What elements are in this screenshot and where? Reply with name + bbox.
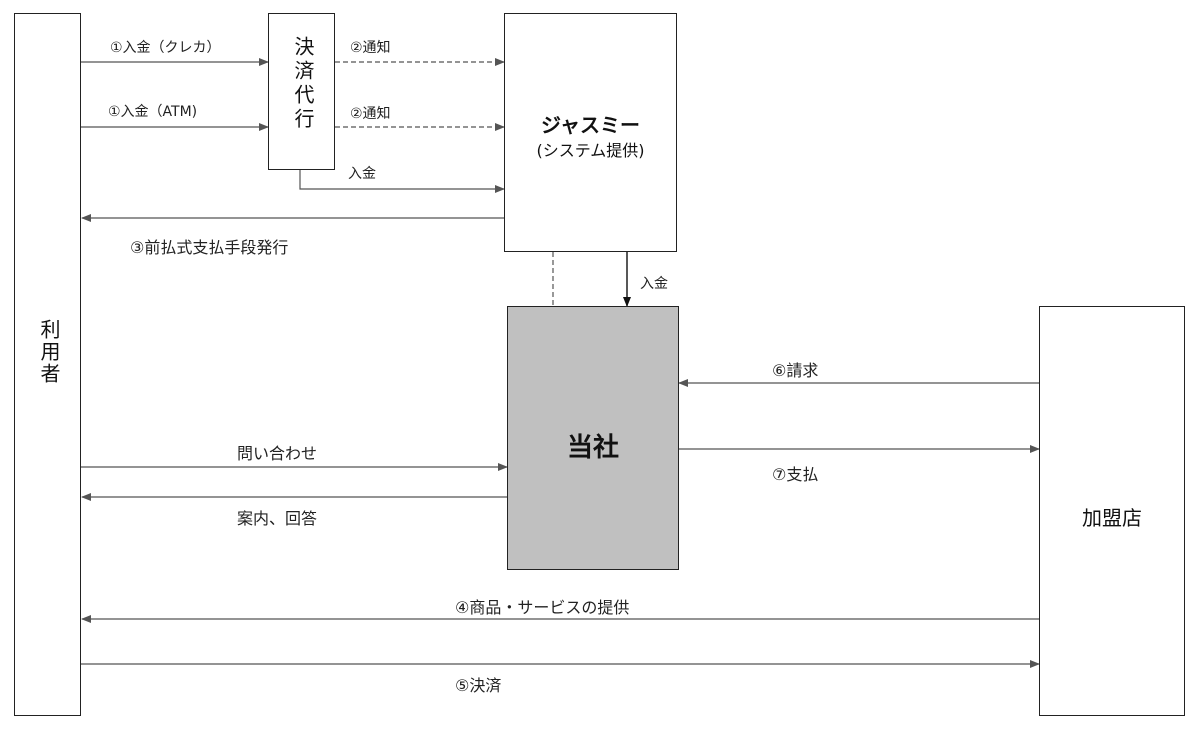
user-label: 利用者 [37,319,61,385]
payment-agent-box: 決済代行 [268,13,335,170]
label-prepaid-issue: ③前払式支払手段発行 [130,238,289,257]
arrow-agent-deposit [299,170,505,193]
payment-agent-label: 決済代行 [291,36,315,132]
merchant-box: 加盟店 [1039,306,1185,716]
label-agent-deposit: 入金 [348,166,376,182]
label-inquiry: 問い合わせ [237,444,318,463]
label-billing: ⑥請求 [772,361,819,380]
label-deposit-atm: ①入金（ATM) [108,104,198,120]
jasmy-box: ジャスミー (システム提供) [504,13,677,252]
label-jasmy-deposit: 入金 [640,276,668,292]
line-prepaid-dashed [504,217,554,305]
company-box: 当社 [507,306,679,570]
label-guidance: 案内、回答 [237,509,318,528]
jasmy-name: ジャスミー [541,113,640,137]
label-goods-service: ④商品・サービスの提供 [455,598,630,617]
label-notify-2: ②通知 [350,106,391,122]
jasmy-subtitle: (システム提供) [536,141,645,160]
user-box: 利用者 [14,13,81,716]
label-notify-1: ②通知 [350,40,391,56]
label-settlement: ⑤決済 [455,676,502,695]
company-label: 当社 [566,433,619,463]
label-deposit-card: ①入金（クレカ） [110,40,221,56]
label-payment: ⑦支払 [772,465,819,484]
merchant-label: 加盟店 [1082,506,1142,530]
